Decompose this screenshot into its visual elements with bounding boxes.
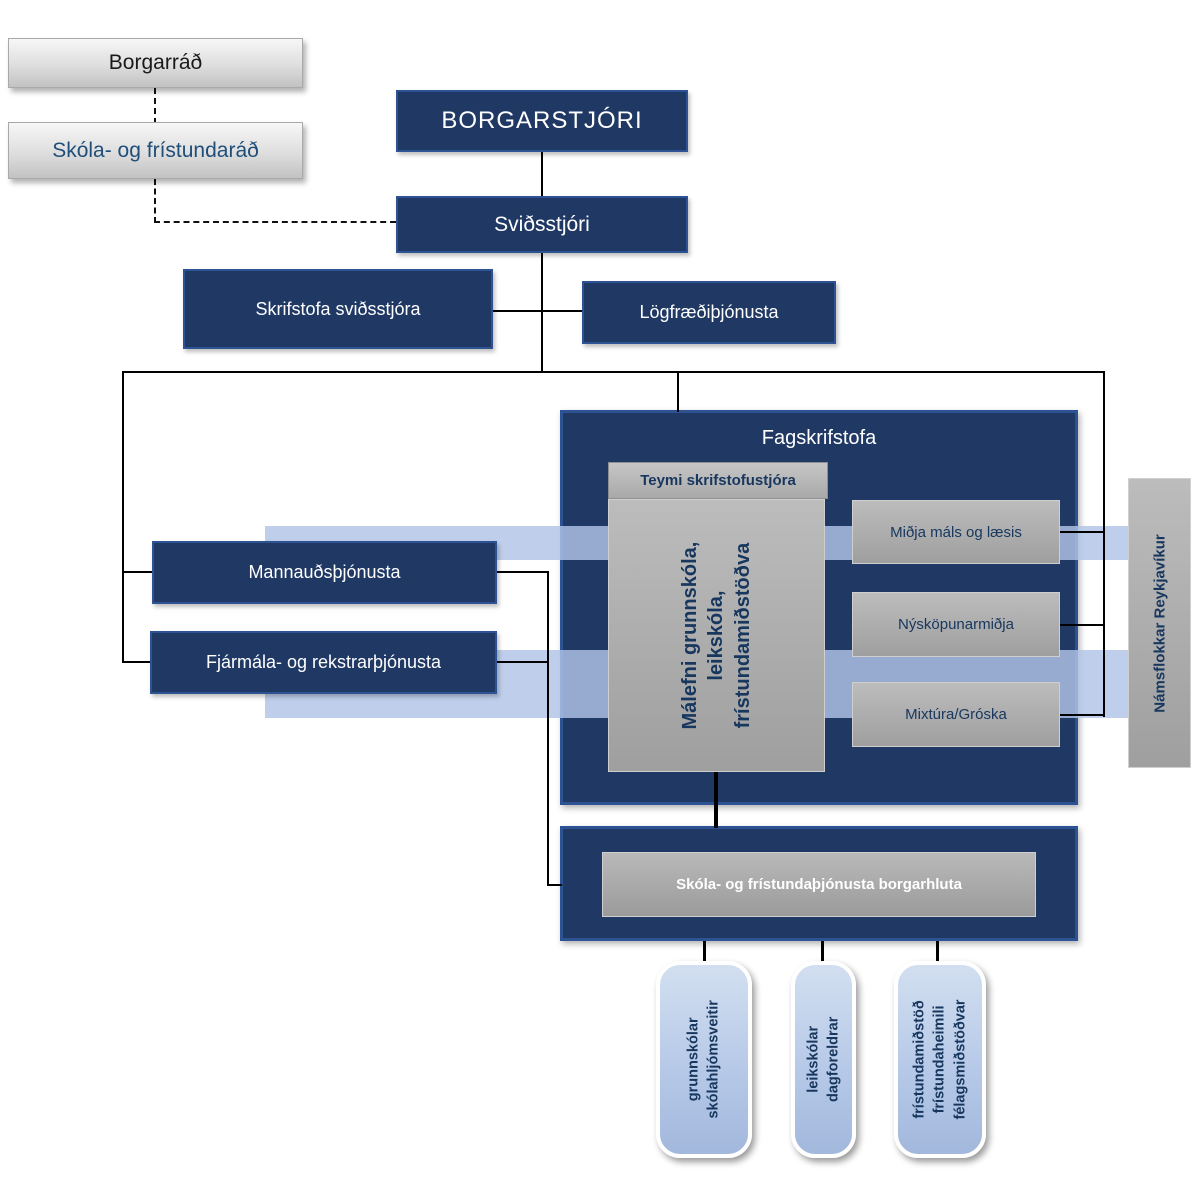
node-leikskolar-label: leikskólar dagforeldrar (805, 1016, 842, 1103)
node-logfraedithjonusta-label: Lögfræðiþjónusta (639, 302, 779, 322)
node-leikskolar: leikskólar dagforeldrar (791, 961, 856, 1158)
node-svidsstjori-label: Sviðsstjóri (494, 212, 590, 236)
connector-mannauds-right (497, 571, 549, 573)
node-mixtura-groska: Mixtúra/Gróska (852, 682, 1060, 747)
node-skrifstofa-svidsstjora: Skrifstofa sviðsstjóra (183, 269, 493, 349)
connector-to-fagskrifstofa (677, 371, 679, 412)
connector-main-horizontal (122, 371, 1105, 373)
node-skola-fristundarad-label: Skóla- og frístundaráð (52, 138, 259, 162)
connector-to-nyskopun (1060, 624, 1105, 626)
connector-malefni-borgarhluta (714, 772, 718, 828)
node-nyskopunarmidja-label: Nýsköpunarmiðja (898, 616, 1014, 633)
node-teymi-skrifstofustjora: Teymi skrifstofustjóra (608, 462, 828, 499)
node-borgarrad-label: Borgarráð (108, 51, 203, 74)
node-fristundamidstod: frístundamiðstöð frístundaheimili félags… (894, 961, 986, 1158)
connector-to-grunnskolar (703, 941, 706, 963)
connector-left-to-borgarhluta (547, 571, 549, 886)
connector-to-mixtura (1060, 714, 1105, 716)
connector-skrifstofa-logfraedi (493, 310, 582, 312)
node-nyskopunarmidja: Nýsköpunarmiðja (852, 592, 1060, 657)
node-skola-fristundathjonusta-borgarhluta: Skóla- og frístundaþjónusta borgarhluta (602, 852, 1036, 917)
node-malefni-label: Málefni grunnskóla, leikskóla, frístunda… (678, 541, 754, 730)
node-mannaudsthjonusta: Mannauðsþjónusta (152, 541, 497, 604)
connector-svidsstjori-trunk (541, 253, 543, 373)
node-borgarhluta-label: Skóla- og frístundaþjónusta borgarhluta (676, 876, 962, 893)
connector-to-midja (1060, 531, 1105, 533)
node-midja-mals-og-laesis: Miðja máls og læsis (852, 500, 1060, 564)
node-grunnskolar-label: grunnskólar skólahljómsveitir (685, 1000, 722, 1119)
connector-to-leikskolar (821, 941, 824, 963)
connector-to-mannauds (122, 571, 154, 573)
connector-skolarad-svidsstjori (154, 221, 396, 223)
connector-to-fjarmala (122, 661, 152, 663)
connector-borgarstjori-svidsstjori (541, 152, 543, 196)
node-namsflokkar-label: Námsflokkar Reykjavíkur (1151, 533, 1168, 713)
node-malefni: Málefni grunnskóla, leikskóla, frístunda… (608, 499, 825, 772)
connector-left-vertical (122, 371, 124, 663)
connector-to-fristundamidstod (936, 941, 939, 963)
node-borgarstjori: BORGARSTJÓRI (396, 90, 688, 152)
node-fjarmala-rekstrarthjonusta: Fjármála- og rekstrarþjónusta (150, 631, 497, 694)
node-midja-label: Miðja máls og læsis (890, 523, 1022, 541)
node-fjarmala-rekstrarthjonusta-label: Fjármála- og rekstrarþjónusta (205, 652, 442, 672)
node-mixtura-groska-label: Mixtúra/Gróska (905, 706, 1007, 723)
node-grunnskolar: grunnskólar skólahljómsveitir (656, 961, 752, 1158)
connector-skolarad-down (154, 179, 156, 223)
node-mannaudsthjonusta-label: Mannauðsþjónusta (248, 562, 401, 582)
node-svidsstjori: Sviðsstjóri (396, 196, 688, 253)
node-skola-fristundarad: Skóla- og frístundaráð (8, 122, 303, 179)
node-teymi-label: Teymi skrifstofustjóra (640, 472, 796, 489)
node-borgarstjori-label: BORGARSTJÓRI (441, 107, 643, 134)
connector-right-vertical (1103, 371, 1105, 717)
fagskrifstofa-title: Fagskrifstofa (761, 426, 877, 449)
node-namsflokkar-reykjavikur: Námsflokkar Reykjavíkur (1128, 478, 1191, 768)
node-fristundamidstod-label: frístundamiðstöð frístundaheimili félags… (911, 999, 969, 1120)
node-borgarrad: Borgarráð (8, 38, 303, 88)
connector-fjarmala-right (497, 661, 549, 663)
node-logfraedithjonusta: Lögfræðiþjónusta (582, 281, 836, 344)
connector-borgarrad-skolarad (154, 88, 156, 124)
node-skrifstofa-svidsstjora-label: Skrifstofa sviðsstjóra (255, 298, 421, 319)
connector-into-borgarhluta (547, 884, 562, 886)
